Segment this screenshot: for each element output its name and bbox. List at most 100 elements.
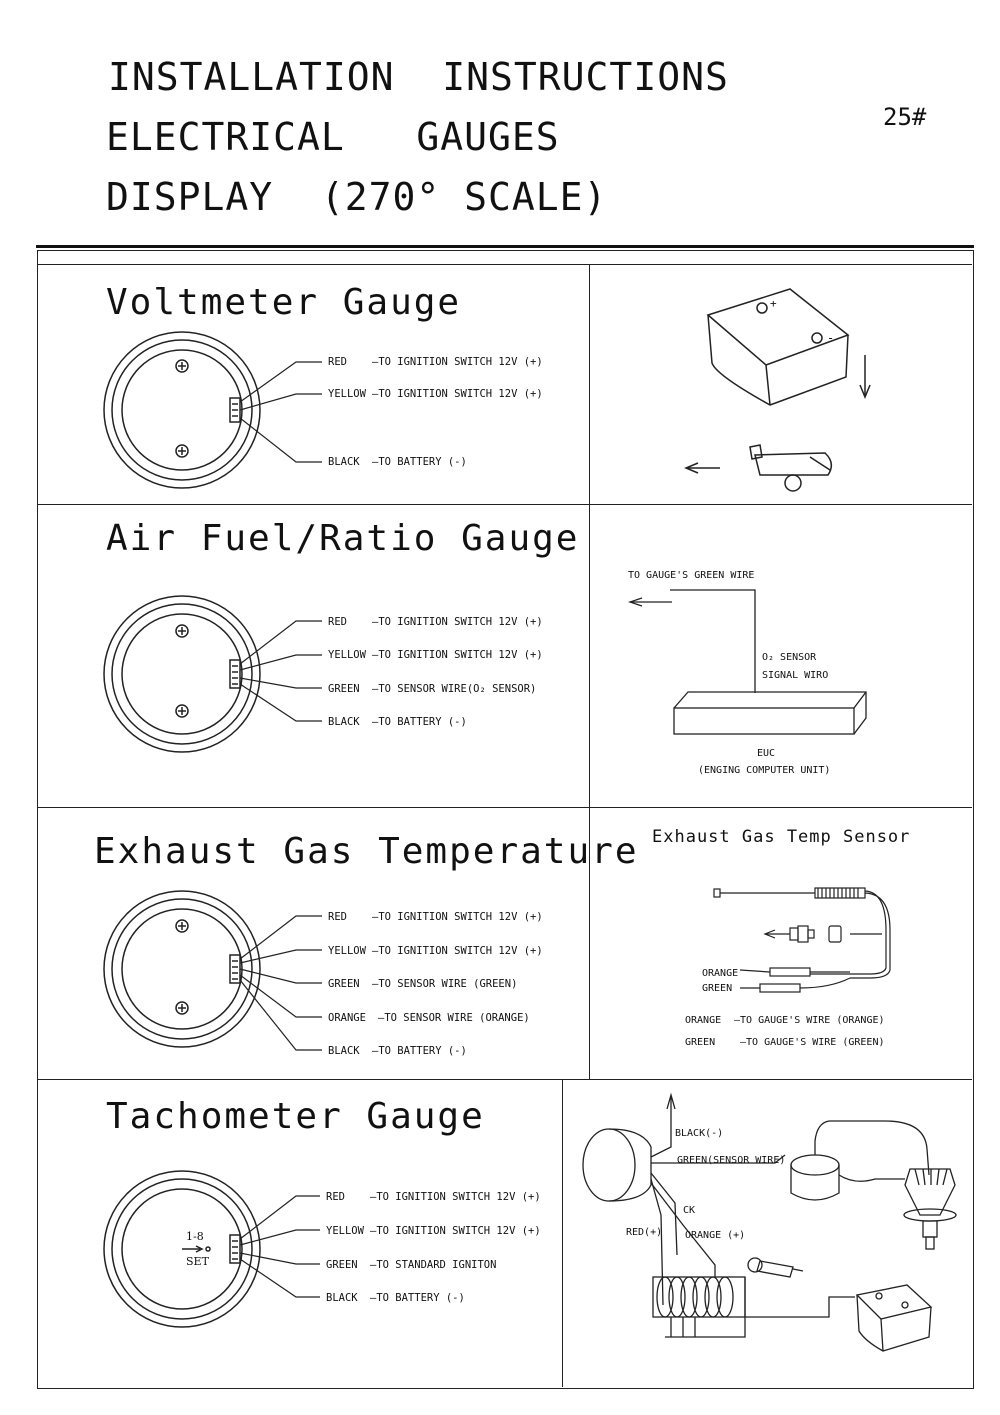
tach-gauge-back <box>103 1170 261 1328</box>
egt-gauge-back <box>103 890 261 1048</box>
afr-gauge-back <box>103 595 261 753</box>
tach-black-label: BLACK(-) <box>675 1128 723 1139</box>
column-divider-lower <box>562 1079 563 1387</box>
battery-positive-terminal-icon <box>756 302 768 314</box>
afr-wire-green-color: GREEN <box>328 683 360 695</box>
egt-title: Exhaust Gas Temperature <box>94 831 639 872</box>
o2-signal-wire <box>670 589 756 693</box>
egt-wire-orange-dest: —TO SENSOR WIRE (ORANGE) <box>378 1012 530 1024</box>
tach-selector-bottom: SET <box>186 1255 210 1268</box>
sensor-clip-icon <box>747 1257 804 1278</box>
afr-to-gauge-label: TO GAUGE'S GREEN WIRE <box>628 570 754 581</box>
egt-green-lead-label: GREEN <box>702 983 732 994</box>
egt-wire-green-dest: —TO SENSOR WIRE (GREEN) <box>372 978 517 990</box>
svg-text:+: + <box>770 297 777 310</box>
header-line-3: DISPLAY (270° SCALE) <box>106 175 608 219</box>
o2-sensor-diagram: TO GAUGE'S GREEN WIRE O₂ SENSOR SIGNAL W… <box>627 570 867 776</box>
tach-ignition-diagram: BLACK(-) GREEN(SENSOR WIRE) CK RED(+) OR… <box>582 1092 957 1352</box>
frame-top-line <box>37 264 972 265</box>
egt-wire-green-color: GREEN <box>328 978 360 990</box>
voltmeter-wire-red-color: RED <box>328 356 347 368</box>
divider-2 <box>37 807 972 808</box>
tach-green-label: GREEN(SENSOR WIRE) <box>677 1155 785 1166</box>
tach-wiring-diagram: 1-8 SET RED —TO IGNITION SWITCH 12V (+) … <box>103 1170 541 1328</box>
red-power-wire <box>650 1178 664 1306</box>
voltmeter-wiring-diagram: RED —TO IGNITION SWITCH 12V (+) YELLOW —… <box>103 331 543 489</box>
tach-leader-lines <box>239 1195 320 1298</box>
header-rule <box>36 245 974 248</box>
tach-wire-red-dest: —TO IGNITION SWITCH 12V (+) <box>370 1191 541 1203</box>
egt-wire-yellow-dest: —TO IGNITION SWITCH 12V (+) <box>372 945 543 957</box>
afr-title: Air Fuel/Ratio Gauge <box>106 518 580 559</box>
egt-sensor-title: Exhaust Gas Temp Sensor <box>652 827 910 847</box>
voltmeter-title: Voltmeter Gauge <box>106 282 462 323</box>
euc-full-label: (ENGING COMPUTER UNIT) <box>698 765 830 776</box>
green-sensor-wire <box>651 1154 786 1164</box>
tach-title: Tachometer Gauge <box>106 1096 485 1137</box>
battery-lead <box>745 1296 855 1318</box>
header-line-1: INSTALLATION INSTRUCTIONS <box>108 55 729 99</box>
tach-wire-yellow-color: YELLOW <box>326 1225 365 1237</box>
voltmeter-gauge-back <box>103 331 261 489</box>
tach-wire-black-color: BLACK <box>326 1292 358 1304</box>
egt-lead-connectors <box>739 967 851 993</box>
tach-wire-green-color: GREEN <box>326 1259 358 1271</box>
divider-1 <box>37 504 972 505</box>
battery-icon <box>706 288 850 406</box>
afr-wire-black-color: BLACK <box>328 716 360 728</box>
afr-wire-red-dest: —TO IGNITION SWITCH 12V (+) <box>372 616 543 628</box>
voltmeter-wire-red-dest: —TO IGNITION SWITCH 12V (+) <box>372 356 543 368</box>
tach-selector-top: 1-8 <box>186 1230 204 1243</box>
thermocouple-probe-icon <box>713 887 891 979</box>
afr-wire-black-dest: —TO BATTERY (-) <box>372 716 467 728</box>
afr-wire-yellow-color: YELLOW <box>328 649 367 661</box>
svg-text:-: - <box>827 331 834 345</box>
document-number: 25# <box>883 103 927 131</box>
ignition-coil-icon <box>652 1276 746 1338</box>
divider-3 <box>37 1079 972 1080</box>
tach-wire-red-color: RED <box>326 1191 345 1203</box>
egt-wire-red-color: RED <box>328 911 347 923</box>
outer-frame <box>37 250 974 1389</box>
battery-illustration: + - <box>684 288 871 492</box>
battery-negative-terminal-icon <box>811 332 823 344</box>
afr-wiring-diagram: RED —TO IGNITION SWITCH 12V (+) YELLOW —… <box>103 595 543 753</box>
euc-label: EUC <box>757 748 775 759</box>
tach-red-label: RED(+) <box>626 1227 662 1238</box>
tach-wire-yellow-dest: —TO IGNITION SWITCH 12V (+) <box>370 1225 541 1237</box>
egt-note-orange-color: ORANGE <box>685 1015 721 1026</box>
egt-wiring-diagram: RED —TO IGNITION SWITCH 12V (+) YELLOW —… <box>103 890 543 1057</box>
egt-wire-orange-color: ORANGE <box>328 1012 366 1024</box>
header-line-2: ELECTRICAL GAUGES <box>106 115 560 159</box>
tach-orange-label: ORANGE (+) <box>685 1230 745 1241</box>
voltmeter-wire-black-dest: —TO BATTERY (-) <box>372 456 467 468</box>
egt-note-orange-dest: —TO GAUGE'S WIRE (ORANGE) <box>734 1015 885 1026</box>
orange-wire <box>650 1182 716 1277</box>
ecu-box <box>673 691 867 735</box>
afr-leader-lines <box>239 620 322 722</box>
voltmeter-wire-yellow-dest: —TO IGNITION SWITCH 12V (+) <box>372 388 543 400</box>
gauge-side-view-icon <box>582 1128 652 1202</box>
o2-signal-label: SIGNAL WIRO <box>762 670 828 681</box>
egt-wire-yellow-color: YELLOW <box>328 945 367 957</box>
compression-fitting-icon <box>763 925 882 943</box>
tach-wire-black-dest: —TO BATTERY (-) <box>370 1292 465 1304</box>
egt-leader-lines <box>239 915 322 1051</box>
egt-note-green-color: GREEN <box>685 1037 715 1048</box>
arrow-up-icon <box>666 1092 676 1110</box>
distributor-icon <box>790 1120 930 1201</box>
battery-icon <box>855 1284 933 1352</box>
egt-note-green-dest: —TO GAUGE'S WIRE (GREEN) <box>740 1037 885 1048</box>
egt-orange-lead-label: ORANGE <box>702 968 738 979</box>
o2-sensor-label: O₂ SENSOR <box>762 652 817 663</box>
egt-sensor-diagram: Exhaust Gas Temp Sensor ORANG <box>652 827 910 1048</box>
spark-plug-icon <box>903 1168 957 1250</box>
sensor-clip-icon <box>749 444 833 492</box>
black-ground-wire <box>650 1097 672 1158</box>
egt-wire-black-dest: —TO BATTERY (-) <box>372 1045 467 1057</box>
egt-wire-black-color: BLACK <box>328 1045 360 1057</box>
column-divider-upper <box>589 264 590 1079</box>
afr-wire-green-dest: —TO SENSOR WIRE(O₂ SENSOR) <box>372 683 536 695</box>
afr-wire-red-color: RED <box>328 616 347 628</box>
tach-ck-label: CK <box>683 1205 695 1216</box>
